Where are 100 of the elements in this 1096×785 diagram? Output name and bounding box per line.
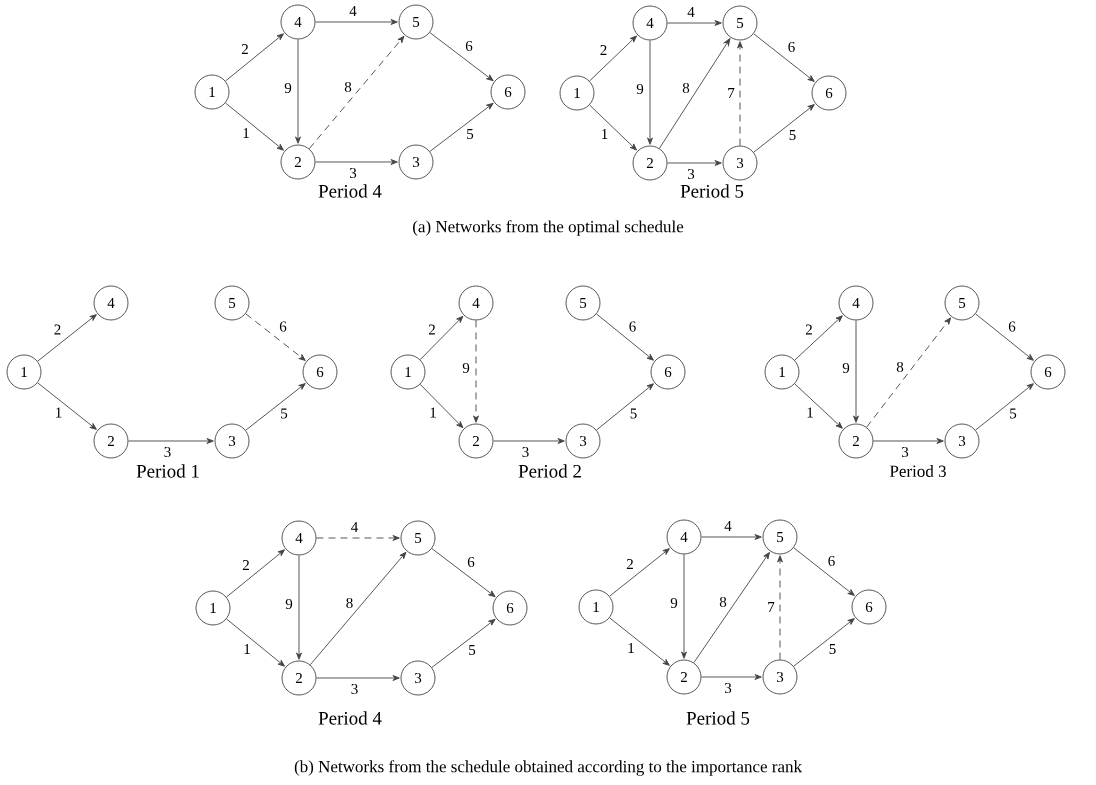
edge-label: 9 — [461, 362, 471, 374]
arrow — [316, 675, 400, 681]
arrow — [975, 313, 1034, 361]
circle-node: 5 — [762, 519, 798, 555]
circle-node: 3 — [214, 423, 250, 459]
edge-label: 8 — [718, 596, 728, 608]
arrow — [295, 39, 301, 144]
edge-label: 1 — [626, 642, 636, 654]
arrow — [589, 104, 637, 151]
arrow — [225, 33, 284, 82]
arrow — [473, 320, 479, 423]
edge-label: 4 — [348, 5, 358, 17]
arrow — [737, 41, 743, 146]
circle-node: 3 — [398, 144, 434, 180]
edge-label: 5 — [279, 408, 289, 419]
arrow — [37, 314, 97, 362]
edge-label: 5 — [629, 408, 638, 419]
period-label: Period 1 — [136, 464, 199, 478]
edge-label: 2 — [804, 324, 814, 335]
edge-label: 2 — [625, 558, 635, 570]
circle-node: 5 — [214, 285, 250, 321]
caption: (a) Networks from the optimal schedule — [413, 220, 684, 236]
edge-label: 4 — [686, 6, 696, 18]
edge-label: 8 — [681, 82, 691, 94]
circle-node: 6 — [1030, 354, 1066, 390]
arrow — [589, 35, 637, 82]
edge-label: 5 — [467, 644, 477, 656]
edge-label: 9 — [283, 82, 293, 94]
arrow — [701, 534, 762, 540]
arrow — [429, 102, 494, 152]
arrow — [596, 383, 654, 431]
arrow — [975, 383, 1034, 431]
arrow — [667, 20, 722, 26]
circle-node: 6 — [650, 354, 686, 390]
edge-label: 4 — [723, 520, 733, 532]
circle-node: 3 — [565, 423, 601, 459]
circle-node: 5 — [565, 285, 601, 321]
circle-node: 1 — [559, 75, 595, 111]
circle-node: 1 — [194, 74, 230, 110]
edge-label: 5 — [1008, 408, 1018, 419]
edge-label: 4 — [350, 521, 359, 533]
circle-node: 3 — [400, 660, 436, 696]
circle-node: 4 — [838, 285, 874, 321]
circle-node: 2 — [632, 145, 668, 181]
edge-label: 2 — [241, 559, 251, 571]
edge-label: 5 — [788, 129, 797, 141]
arrow — [226, 549, 285, 598]
arrow — [794, 383, 843, 429]
circle-node: 1 — [195, 590, 231, 626]
edge-label: 1 — [600, 128, 609, 140]
arrow — [419, 384, 464, 429]
edge-label: 3 — [350, 683, 359, 695]
circle-node: 1 — [764, 354, 800, 390]
arrow — [853, 320, 859, 423]
arrow — [431, 548, 496, 598]
arrow — [609, 617, 670, 666]
circle-node: 4 — [280, 4, 316, 40]
arrow — [596, 313, 654, 361]
circle-node: 4 — [93, 285, 129, 321]
period-label: Period 4 — [318, 184, 382, 198]
arrow — [308, 35, 405, 150]
edge-label: 3 — [348, 167, 358, 179]
arrow — [693, 551, 770, 664]
edge-label: 6 — [464, 40, 474, 52]
circle-node: 2 — [666, 659, 702, 695]
circle-node: 5 — [398, 4, 434, 40]
arrow — [793, 618, 855, 667]
edge-label: 6 — [787, 41, 796, 53]
edge-label: 5 — [465, 128, 475, 140]
period-label: Period 3 — [889, 465, 946, 477]
circle-node: 6 — [811, 75, 847, 111]
arrow — [667, 160, 722, 166]
edge-label: 2 — [53, 324, 62, 335]
edge-label: 9 — [284, 598, 294, 610]
circle-node: 1 — [6, 354, 42, 390]
edge-label: 6 — [1007, 320, 1017, 333]
period-label: Period 5 — [686, 711, 750, 725]
arrow — [681, 554, 687, 659]
period-label: Period 2 — [518, 464, 581, 478]
edge-label: 9 — [635, 83, 645, 95]
circle-node: 6 — [302, 354, 338, 390]
arrow — [647, 40, 653, 145]
circle-node: 5 — [944, 285, 980, 321]
edge-label: 2 — [599, 44, 608, 56]
edge-label: 6 — [628, 320, 637, 333]
caption: (b) Networks from the schedule obtained according to the importance rank — [294, 760, 802, 776]
edge-label: 3 — [686, 168, 696, 180]
edge-label: 3 — [521, 446, 530, 458]
edge-label: 5 — [828, 643, 837, 655]
circle-node: 4 — [458, 285, 494, 321]
circle-node: 3 — [944, 423, 980, 459]
arrow — [753, 104, 815, 153]
arrow — [225, 102, 284, 151]
arrow — [226, 618, 285, 667]
arrow — [777, 555, 783, 660]
circle-node: 4 — [632, 5, 668, 41]
arrow — [296, 555, 302, 660]
edge-label: 1 — [241, 127, 251, 139]
circle-node: 1 — [390, 354, 426, 390]
edge-label: 2 — [240, 43, 250, 55]
